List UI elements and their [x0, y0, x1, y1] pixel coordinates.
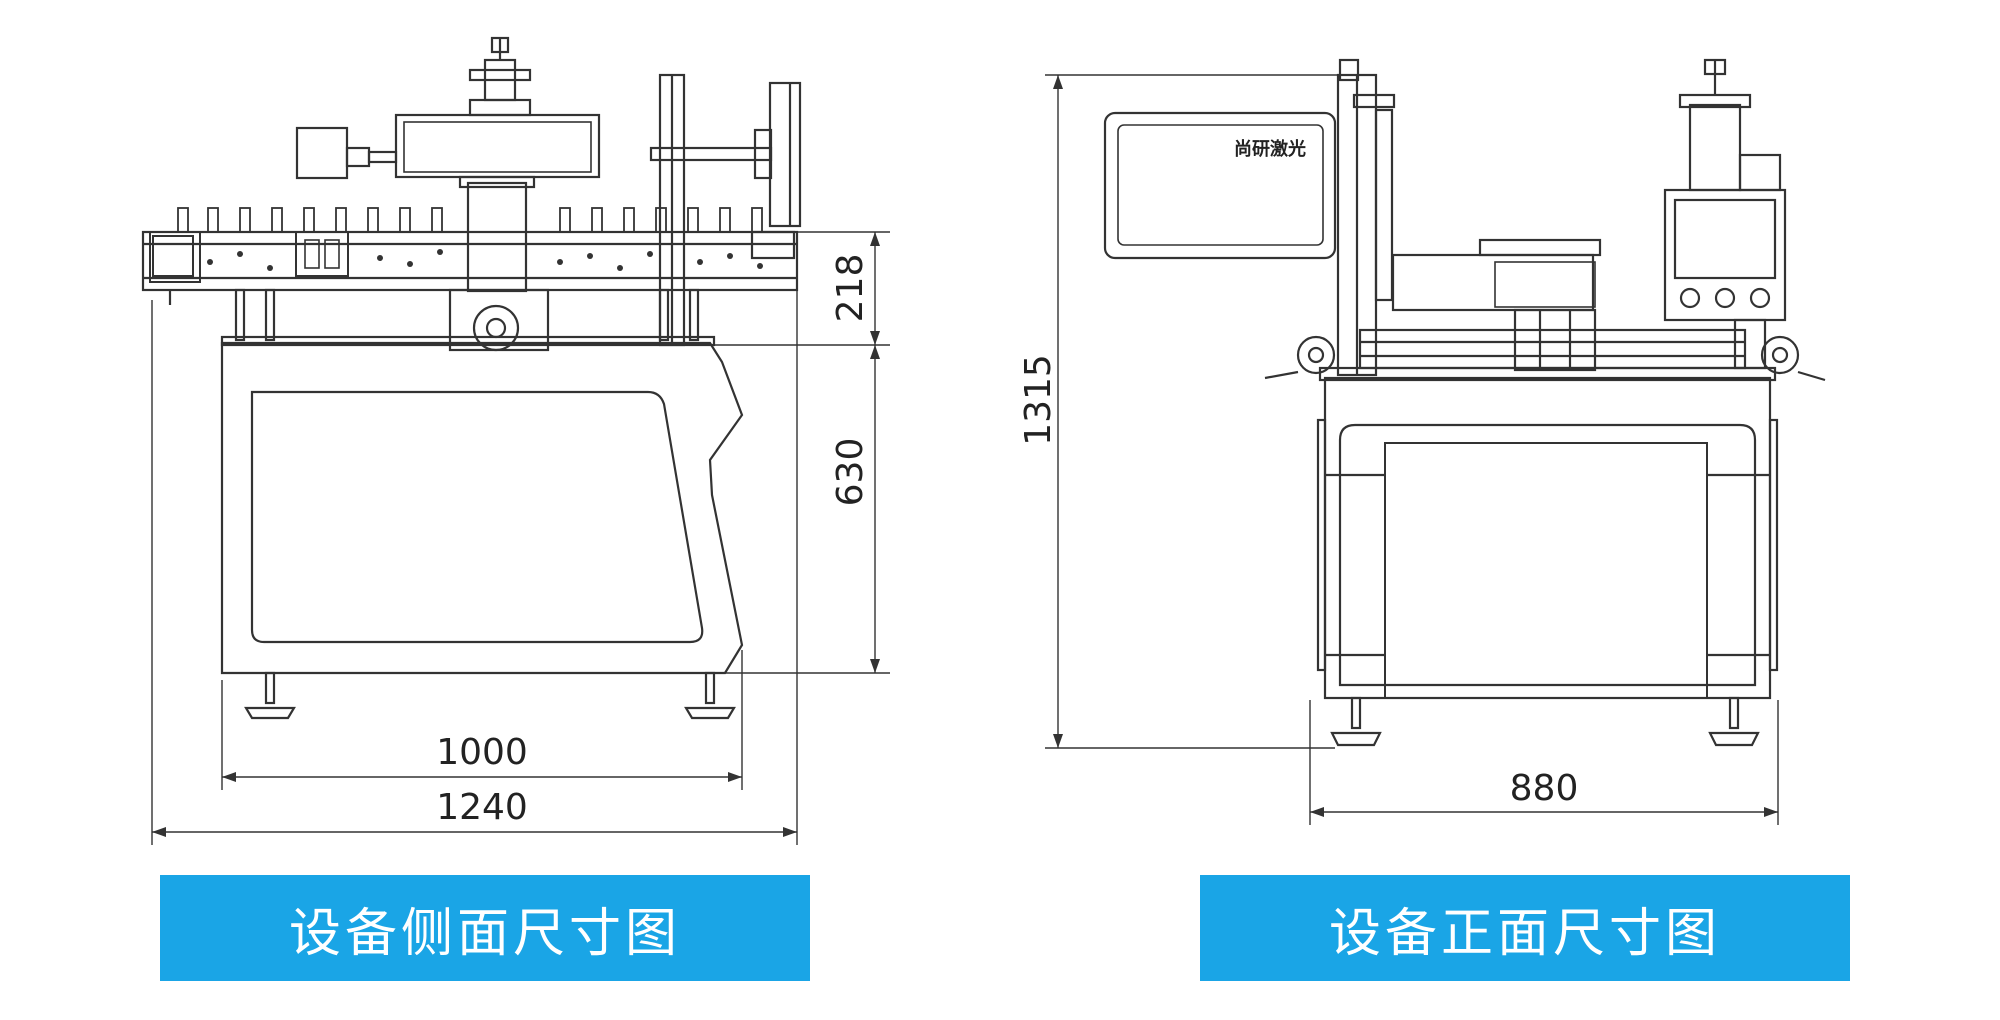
- front-feet: [1330, 696, 1760, 747]
- front-rail: [1358, 328, 1747, 370]
- side-feet: [244, 671, 736, 720]
- front-cabinet-inner: [1338, 423, 1757, 687]
- side-motor-box: [295, 126, 349, 180]
- side-screen: [768, 81, 802, 228]
- front-knob-2: [1714, 287, 1736, 309]
- front-control-screen: [1673, 198, 1777, 280]
- front-view-caption: 设备正面尺寸图: [1200, 875, 1850, 981]
- front-knob-3: [1749, 287, 1771, 309]
- dim-label-218: 218: [830, 254, 871, 323]
- front-view-machine: [1103, 58, 1826, 747]
- side-view-dimensions: [151, 231, 890, 845]
- dim-label-630: 630: [830, 438, 871, 507]
- side-cabinet-outline: [220, 341, 744, 675]
- dim-label-1000: 1000: [436, 732, 528, 773]
- dim-label-880: 880: [1510, 768, 1579, 809]
- side-cabinet-panel: [250, 390, 704, 644]
- front-cabinet-panel: [1384, 442, 1708, 699]
- front-control-box: [1663, 188, 1787, 322]
- dim-label-1315: 1315: [1018, 354, 1059, 446]
- side-handwheel: [472, 304, 520, 352]
- side-central-column: [466, 181, 528, 293]
- front-brand-text: 尚研激光: [1234, 138, 1306, 160]
- front-view-dimensions: [1045, 74, 1779, 825]
- side-laser-head: [394, 113, 601, 179]
- dim-label-1240: 1240: [436, 787, 528, 828]
- side-view-caption: 设备侧面尺寸图: [160, 875, 810, 981]
- front-left-screen: [1103, 111, 1337, 260]
- front-laser-carriage: [1391, 253, 1595, 312]
- side-view-machine: [141, 36, 802, 720]
- front-knob-1: [1679, 287, 1701, 309]
- side-cabinet-topplate: [220, 335, 716, 347]
